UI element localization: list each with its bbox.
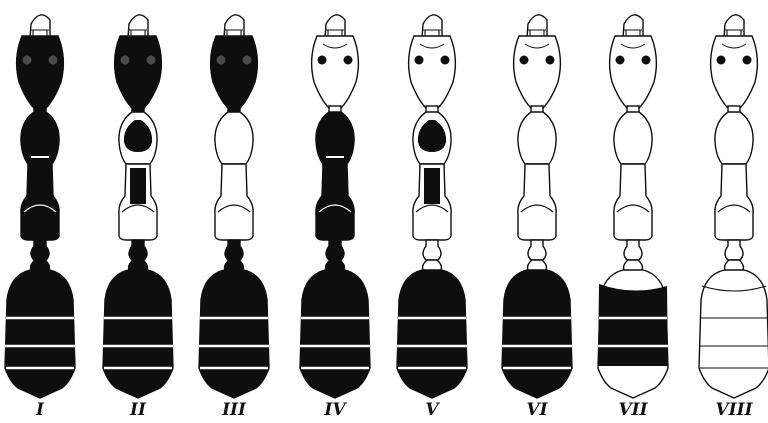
eye-right <box>546 56 555 65</box>
eye-left <box>23 56 32 65</box>
gaster <box>699 270 768 398</box>
thorax-rear <box>316 164 354 240</box>
thorax-rear <box>715 164 753 240</box>
specimen-4: IV <box>300 15 370 420</box>
thorax-front <box>614 112 652 164</box>
head <box>711 36 758 108</box>
eye-right <box>147 56 156 65</box>
eye-right <box>243 56 252 65</box>
petiole <box>423 240 441 260</box>
eye-left <box>121 56 130 65</box>
specimen-label: IV <box>323 400 347 420</box>
head <box>610 36 657 108</box>
specimen-8: VIII <box>699 15 768 420</box>
petiole <box>225 240 243 260</box>
gaster <box>5 270 75 398</box>
thorax-front <box>215 112 253 164</box>
thorax-rear <box>21 164 59 240</box>
petiole <box>31 240 49 260</box>
head <box>115 36 162 108</box>
thorax-band <box>130 168 146 204</box>
specimen-2: II <box>103 15 173 420</box>
specimen-7: VII <box>598 15 668 420</box>
petiole <box>326 240 344 260</box>
eye-right <box>642 56 651 65</box>
specimen-label: II <box>129 400 147 420</box>
head <box>211 36 258 108</box>
eye-left <box>415 56 424 65</box>
eye-left <box>717 56 726 65</box>
specimen-6: VI <box>502 15 572 420</box>
eye-left <box>616 56 625 65</box>
thorax-band <box>424 168 440 204</box>
gaster-dark-band <box>598 284 668 366</box>
eye-right <box>743 56 752 65</box>
specimen-label: III <box>221 400 247 420</box>
specimen-label: VIII <box>715 400 753 420</box>
thorax-front <box>518 112 556 164</box>
gaster <box>502 270 572 398</box>
gaster <box>300 270 370 398</box>
eye-right <box>344 56 353 65</box>
head <box>312 36 359 108</box>
petiole <box>725 240 743 260</box>
specimen-label: V <box>425 400 440 420</box>
petiole <box>129 240 147 260</box>
specimen-5: V <box>397 15 467 420</box>
thorax-front <box>715 112 753 164</box>
gaster <box>397 270 467 398</box>
petiole <box>528 240 546 260</box>
thorax-rear <box>518 164 556 240</box>
specimen-label: I <box>35 400 45 420</box>
specimen-label: VI <box>526 400 548 420</box>
eye-right <box>49 56 58 65</box>
eye-right <box>441 56 450 65</box>
petiole <box>624 240 642 260</box>
head <box>409 36 456 108</box>
thorax-rear <box>614 164 652 240</box>
eye-left <box>520 56 529 65</box>
specimen-1: I <box>5 15 75 420</box>
gaster <box>103 270 173 398</box>
specimen-label: VII <box>618 400 648 420</box>
eye-left <box>318 56 327 65</box>
gaster <box>199 270 269 398</box>
head <box>17 36 64 108</box>
eye-left <box>217 56 226 65</box>
thorax-rear <box>215 164 253 240</box>
specimen-3: III <box>199 15 269 420</box>
head <box>514 36 561 108</box>
